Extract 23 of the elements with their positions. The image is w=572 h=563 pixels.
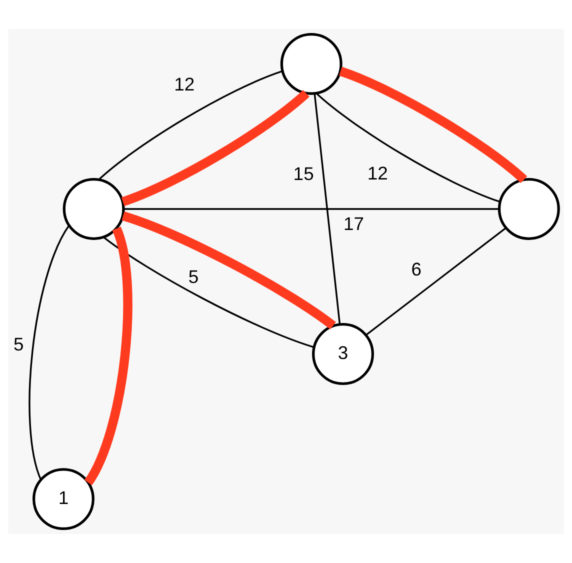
- edge-label: 6: [411, 258, 422, 280]
- edge-label: 17: [343, 212, 364, 234]
- connector: [314, 94, 341, 324]
- connector: [122, 212, 336, 330]
- node-circle: 3: [312, 323, 374, 385]
- edge-label: 12: [367, 162, 388, 184]
- edge-label: 12: [174, 73, 195, 94]
- connector: [316, 92, 500, 203]
- node-circle: [62, 178, 125, 240]
- connector: [84, 227, 132, 485]
- node-circle: [498, 178, 560, 240]
- edge-label: 5: [14, 334, 24, 355]
- edge-label: 5: [188, 266, 199, 287]
- connector: [28, 224, 70, 480]
- connector: [102, 236, 314, 348]
- node-circle: 1: [32, 468, 94, 530]
- node-circle: [280, 32, 342, 95]
- connector: [121, 90, 310, 206]
- connector: [124, 208, 500, 210]
- connector: [98, 70, 283, 180]
- edge-label: 15: [293, 162, 314, 184]
- connector: [366, 227, 506, 336]
- connector: [338, 66, 528, 184]
